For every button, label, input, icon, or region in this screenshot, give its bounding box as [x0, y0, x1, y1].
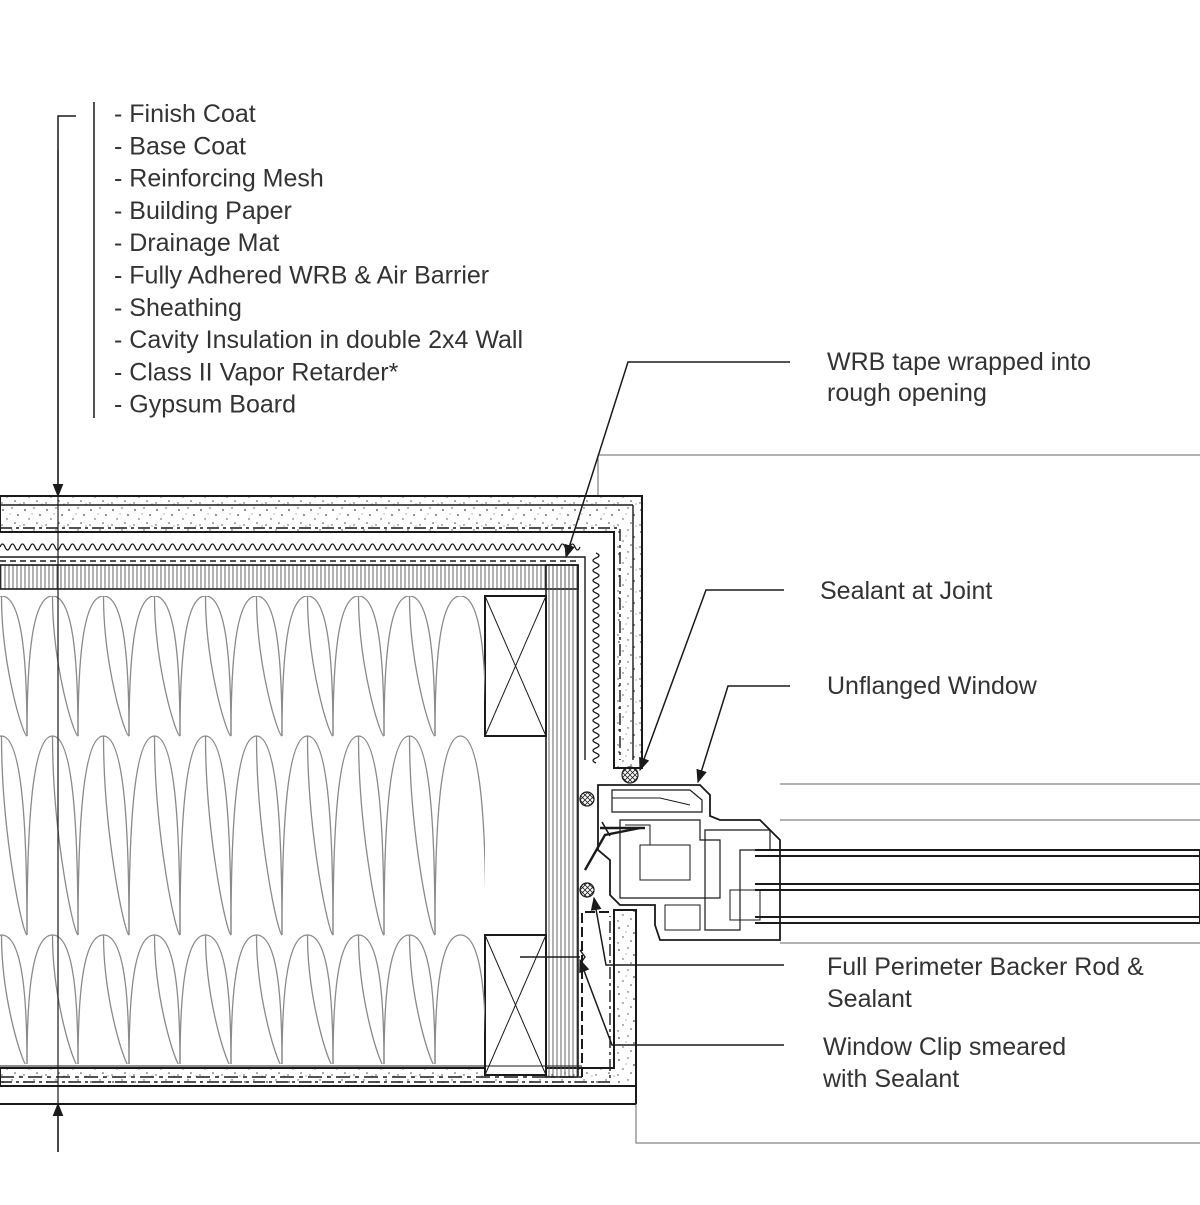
- insulation-loop: [51, 934, 78, 1064]
- layer-item: - Building Paper: [114, 197, 292, 225]
- insulation-loop: [383, 596, 436, 737]
- insulation-loop: [26, 596, 79, 737]
- vapor-retarder: [0, 1065, 582, 1078]
- insulation-loop: [153, 934, 180, 1064]
- insulation-loop: [332, 596, 385, 737]
- drainage-mat: [0, 543, 581, 551]
- leader-lines: [564, 361, 790, 1046]
- insulation-loop: [153, 596, 181, 737]
- insulation-loop: [0, 934, 27, 1064]
- window-frame: [597, 784, 781, 941]
- insulation-loop: [102, 735, 130, 936]
- layer-item: - Finish Coat: [114, 100, 256, 128]
- insulation-loop: [0, 596, 28, 737]
- insulation-loop: [357, 596, 385, 737]
- callout-backer-rod-line2: Sealant: [827, 985, 912, 1013]
- wall-studs: [484, 595, 547, 1076]
- insulation-loop: [153, 735, 181, 936]
- reinforcing-mesh: [0, 527, 621, 1083]
- layer-bracket: [52, 102, 95, 1152]
- callout-window-clip-line1: Window Clip smeared: [823, 1033, 1066, 1061]
- callout-wrb-tape-line2: rough opening: [827, 379, 987, 407]
- insulation-loop: [408, 596, 436, 737]
- finish-coat-stucco: [0, 495, 643, 769]
- wrb-air-barrier: [0, 556, 586, 760]
- insulation-loop: [434, 934, 485, 1064]
- layer-list: - Finish Coat - Base Coat - Reinforcing Me…: [114, 100, 523, 419]
- drainage-mat-return: [592, 552, 600, 764]
- leader-sealant-joint: [639, 589, 784, 772]
- insulation-loop: [306, 934, 333, 1064]
- insulation-loop: [408, 934, 435, 1064]
- callout-unflanged-window: Unflanged Window: [827, 672, 1038, 700]
- insulation-loop: [434, 596, 485, 737]
- insulation-loop: [0, 934, 28, 1064]
- layer-item: - Reinforcing Mesh: [114, 165, 324, 193]
- sheathing-jamb: [545, 564, 579, 1078]
- callout-backer-rod-line1: Full Perimeter Backer Rod &: [827, 953, 1144, 981]
- insulation-loop: [204, 735, 232, 936]
- insulation-loop: [255, 934, 282, 1064]
- layer-item: - Drainage Mat: [114, 229, 279, 257]
- insulation-loop: [306, 735, 334, 936]
- layer-item: - Cavity Insulation in double 2x4 Wall: [114, 326, 523, 354]
- insulation-loop: [408, 735, 436, 936]
- callout-sealant-joint: Sealant at Joint: [820, 577, 992, 605]
- insulation-loop: [51, 735, 79, 936]
- insulation-loop: [179, 596, 232, 737]
- insulation-loop: [255, 596, 283, 737]
- insulation-loop: [0, 596, 28, 737]
- layer-item: - Sheathing: [114, 294, 242, 322]
- insulation-loop: [204, 596, 232, 737]
- insulation-loop: [0, 735, 28, 936]
- insulation-loop: [102, 934, 129, 1064]
- insulation-loop: [230, 596, 283, 737]
- insulation-loop: [51, 596, 79, 737]
- callout-wrb-tape-line1: WRB tape wrapped into: [827, 348, 1091, 376]
- leader-window: [696, 685, 790, 784]
- leader-window-clip: [579, 958, 784, 1046]
- insulation-loop: [434, 735, 485, 936]
- insulation-loop: [281, 596, 334, 737]
- window-clip: [520, 821, 645, 965]
- insulation-loop: [255, 735, 283, 936]
- leader-backer-rod: [590, 896, 784, 966]
- insulation-loop: [102, 596, 130, 737]
- insulation-loop: [0, 735, 28, 936]
- insulation-loop: [357, 735, 385, 936]
- layer-item: - Base Coat: [114, 132, 246, 160]
- cavity-insulation: [0, 596, 485, 1064]
- insulation-loop: [128, 596, 181, 737]
- insulation-loop: [204, 934, 231, 1064]
- sheathing-top: [0, 564, 579, 590]
- glazing-unit: [755, 783, 1200, 944]
- callout-window-clip-line2: with Sealant: [822, 1065, 959, 1093]
- insulation-loop: [306, 596, 334, 737]
- layer-item: - Fully Adhered WRB & Air Barrier: [114, 262, 489, 290]
- layer-item: - Gypsum Board: [114, 391, 296, 419]
- insulation-loop: [357, 934, 384, 1064]
- insulation-loop: [77, 596, 130, 737]
- sill-membrane: [581, 911, 610, 1077]
- layer-item: - Class II Vapor Retarder*: [114, 358, 399, 386]
- leader-wrb-tape: [564, 361, 790, 559]
